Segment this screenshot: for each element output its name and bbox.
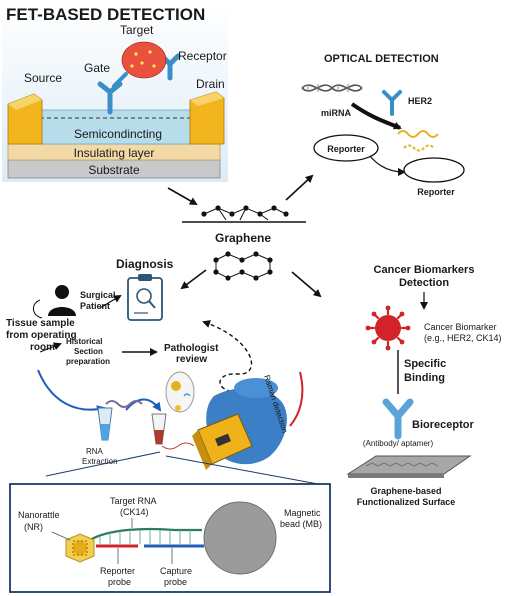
magnetic-bead-label-1: Magnetic <box>284 508 321 518</box>
tissue-label-3: room <box>30 342 55 353</box>
nanorattle-icon <box>65 533 95 563</box>
diagnosis-workflow: Diagnosis Surgical Patient Tissue sample… <box>6 257 304 470</box>
arrow-to-optical <box>285 174 314 201</box>
specific-binding-label-1: Specific <box>404 358 446 370</box>
reporter-probe-label-2: probe <box>108 577 131 587</box>
graphene-label: Graphene <box>215 231 271 245</box>
surface-label-2: Functionalized Surface <box>357 497 456 507</box>
graphene-surface-icon <box>346 455 472 478</box>
target-label: Target <box>120 23 154 37</box>
fet-panel: FET-BASED DETECTION Substrate Insulating… <box>2 2 228 182</box>
arrow-to-diagnosis <box>180 269 207 290</box>
drain-electrode <box>189 91 225 145</box>
raman-device-icon <box>192 413 253 470</box>
sample-tube-icon <box>151 413 167 445</box>
rna-strand-icon <box>105 400 143 408</box>
bioreceptor-subtitle: (Antibody/ aptamer) <box>363 439 434 448</box>
historical-label-1: Historical <box>66 337 102 346</box>
surface-label-1: Graphene-based <box>370 486 441 496</box>
historical-label-3: preparation <box>66 357 110 366</box>
optical-title: OPTICAL DETECTION <box>324 53 439 65</box>
optical-panel: OPTICAL DETECTION miRNA HER2 Reporter Re… <box>301 53 465 197</box>
capture-probe-label-2: probe <box>164 577 187 587</box>
magnetic-bead-label-2: bead (MB) <box>280 519 322 529</box>
arrow-to-biomarker <box>291 271 322 298</box>
tissue-label-2: from operating <box>6 330 77 341</box>
substrate-label: Substrate <box>88 163 140 177</box>
receptor-label: Receptor <box>178 49 227 63</box>
reporter-oval-a <box>313 134 379 162</box>
surgical-label-2: Patient <box>80 301 110 311</box>
cancer-biomarker-label: Cancer Biomarker <box>424 322 497 332</box>
her2-label: HER2 <box>408 96 432 106</box>
virus-icon <box>365 305 411 351</box>
graphene-hub: Graphene <box>167 174 322 298</box>
arrow-from-fet <box>167 187 198 205</box>
red-laser-line <box>289 371 304 427</box>
biomarker-title-1: Cancer Biomarkers <box>374 264 475 276</box>
bioreceptor-icon <box>382 398 414 440</box>
source-electrode <box>7 93 43 145</box>
clipboard-icon <box>127 274 163 321</box>
blue-flow-arrow <box>37 369 106 414</box>
nanorattle-label-1: Nanorattle <box>18 510 60 520</box>
reporter-label-b: Reporter <box>417 187 455 197</box>
tissue-label-1: Tissue sample <box>6 318 75 329</box>
gate-receptor-icon <box>97 81 123 115</box>
assay-panel: Target RNA (CK14) Nanorattle (NR) Magnet… <box>9 451 331 593</box>
drain-label: Drain <box>196 77 225 91</box>
historical-label-2: Section <box>74 347 103 356</box>
biomarker-title-2: Detection <box>399 277 449 289</box>
curved-arrow <box>350 102 402 130</box>
specific-binding-label-2: Binding <box>404 372 445 384</box>
reporter-probe-label-1: Reporter <box>100 566 135 576</box>
pathologist-label-1: Pathologist <box>164 343 219 354</box>
biomarker-panel: Cancer Biomarkers Detection Cancer Bioma… <box>346 264 502 507</box>
her2-icon <box>382 90 402 116</box>
reporter-oval-b <box>403 157 465 183</box>
mirna-icon <box>301 84 363 92</box>
mirna-label: miRNA <box>321 108 352 118</box>
dashed-loop-arrow <box>202 320 253 393</box>
gate-label: Gate <box>84 61 110 75</box>
semiconducting-label: Semicondincting <box>74 127 162 141</box>
rna-duplex-icon <box>89 527 204 548</box>
cancer-biomarker-example: (e.g., HER2, CK14) <box>424 333 502 343</box>
surgical-label-1: Surgical <box>80 290 116 300</box>
rna-label-2: Extraction <box>82 457 118 466</box>
test-tube-icon <box>97 407 113 441</box>
rna-label-1: RNA <box>86 447 104 456</box>
source-label: Source <box>24 71 62 85</box>
insulating-label: Insulating layer <box>74 146 155 160</box>
reporter-label-a: Reporter <box>327 144 365 154</box>
target-rna-label-2: (CK14) <box>120 507 149 517</box>
target-rna-label-1: Target RNA <box>110 496 157 506</box>
diagnosis-label: Diagnosis <box>116 257 174 271</box>
capture-probe-label-1: Capture <box>160 566 192 576</box>
patient-icon <box>33 285 76 319</box>
magnetic-bead-icon <box>203 501 277 575</box>
nanorattle-label-2: (NR) <box>24 522 43 532</box>
target-icon <box>121 41 167 79</box>
fet-title: FET-BASED DETECTION <box>6 5 205 24</box>
gold-strand-icon <box>397 130 439 138</box>
pathologist-label-2: review <box>176 354 207 365</box>
bioreceptor-label: Bioreceptor <box>412 419 474 431</box>
